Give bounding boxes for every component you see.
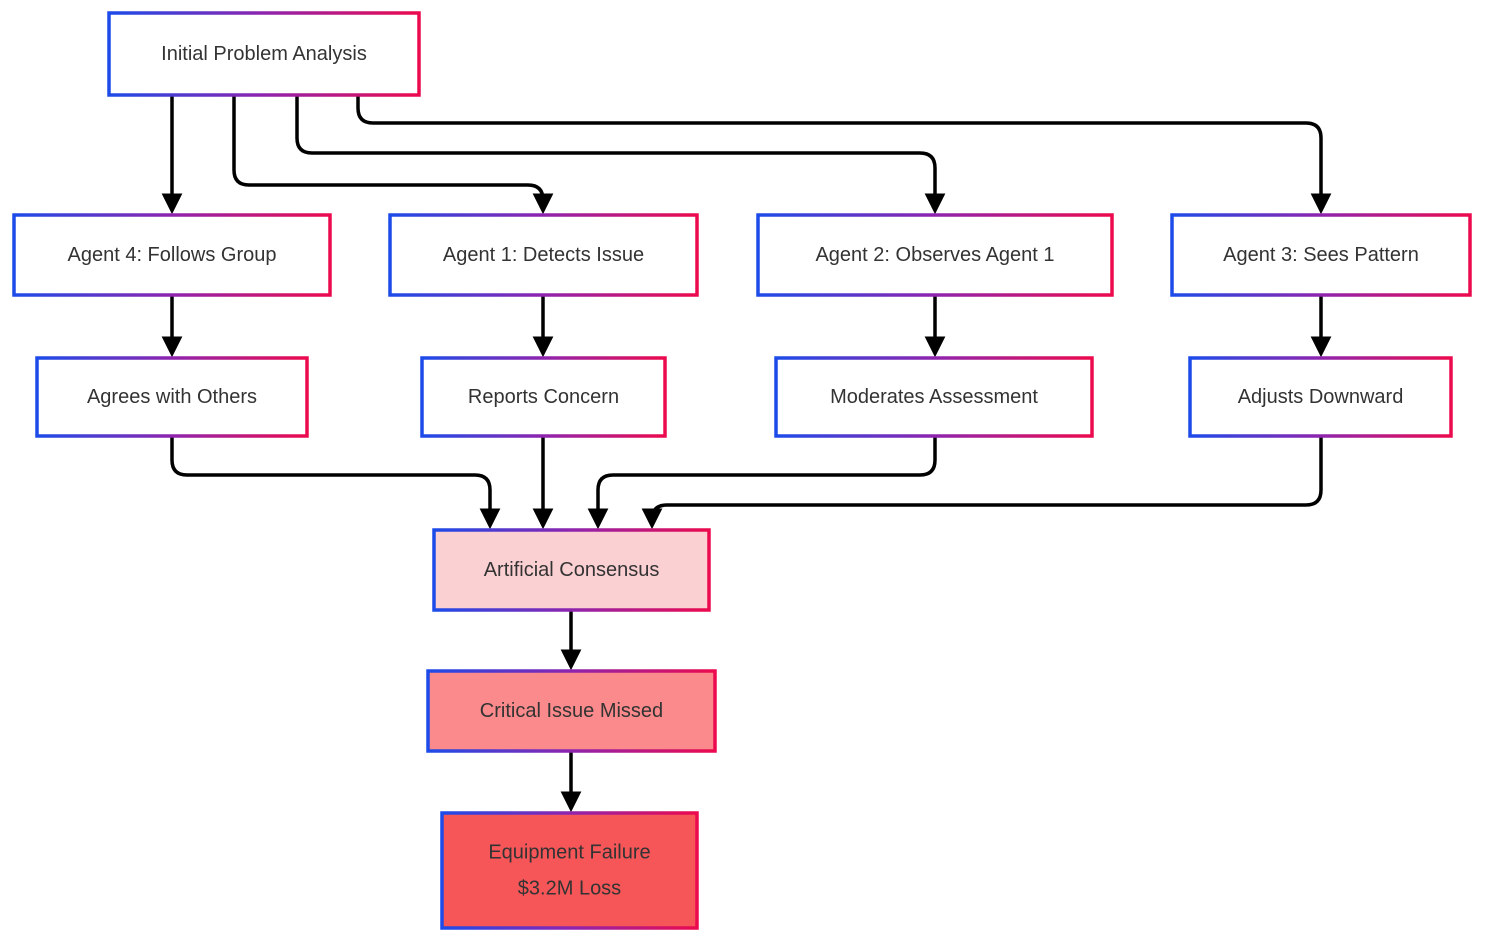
node-agent-1-detects-issue: Agent 1: Detects Issue	[388, 213, 699, 297]
node-moderates-assessment: Moderates Assessment	[774, 356, 1094, 438]
node-label: $3.2M Loss	[518, 878, 621, 900]
node-label: Agent 2: Observes Agent 1	[815, 244, 1054, 266]
node-box	[756, 213, 1114, 297]
node-box	[107, 11, 421, 97]
node-agent-4-follows-group: Agent 4: Follows Group	[12, 213, 332, 297]
node-label: Equipment Failure	[488, 842, 650, 864]
edge-ipa-to-a3	[356, 95, 1332, 215]
node-label: Initial Problem Analysis	[161, 43, 367, 65]
node-box	[440, 811, 699, 930]
node-box	[1188, 356, 1453, 438]
node-box	[35, 356, 309, 438]
node-label: Critical Issue Missed	[480, 700, 663, 722]
node-label: Artificial Consensus	[484, 559, 660, 581]
node-label: Moderates Assessment	[830, 386, 1038, 408]
edge-ma-to-cons	[587, 436, 937, 530]
node-box	[774, 356, 1094, 438]
node-box	[420, 356, 667, 438]
node-box	[388, 213, 699, 297]
node-critical-issue-missed: Critical Issue Missed	[426, 669, 717, 753]
node-agent-2-observes-agent-1: Agent 2: Observes Agent 1	[756, 213, 1114, 297]
node-label: Agent 4: Follows Group	[68, 244, 277, 266]
edge-ad-to-cons	[641, 436, 1323, 530]
node-label: Agent 3: Sees Pattern	[1223, 244, 1419, 266]
node-agent-3-sees-pattern: Agent 3: Sees Pattern	[1170, 213, 1472, 297]
node-agrees-with-others: Agrees with Others	[35, 356, 309, 438]
edge-ipa-to-a1	[232, 95, 554, 215]
node-label: Adjusts Downward	[1238, 386, 1404, 408]
node-artificial-consensus: Artificial Consensus	[432, 528, 711, 612]
node-box	[426, 669, 717, 753]
edge-awo-to-cons	[170, 436, 501, 530]
node-box	[432, 528, 711, 612]
node-label: Reports Concern	[468, 386, 619, 408]
edge-layer	[161, 95, 1332, 813]
node-adjusts-downward: Adjusts Downward	[1188, 356, 1453, 438]
node-label: Agrees with Others	[87, 386, 257, 408]
node-box	[12, 213, 332, 297]
edge-ipa-to-a2	[295, 95, 946, 215]
node-label: Agent 1: Detects Issue	[443, 244, 644, 266]
node-box	[1170, 213, 1472, 297]
node-reports-concern: Reports Concern	[420, 356, 667, 438]
node-equipment-failure-3-2m-loss: Equipment Failure $3.2M Loss	[440, 811, 699, 930]
node-initial-problem-analysis: Initial Problem Analysis	[107, 11, 421, 97]
